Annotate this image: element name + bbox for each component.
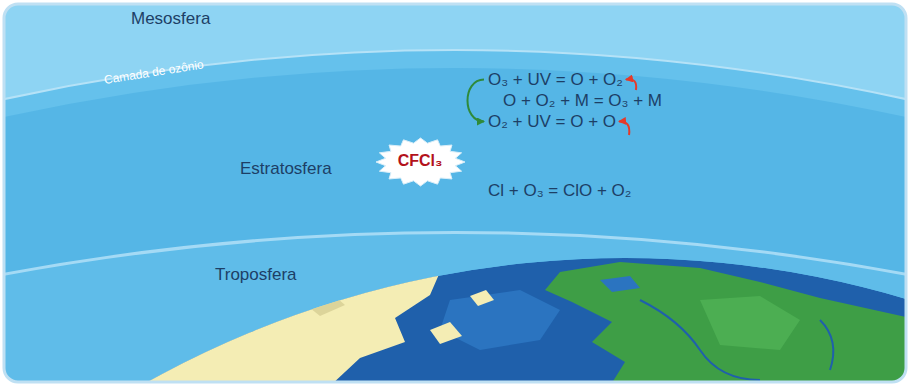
layer-name: Troposfera (215, 266, 297, 283)
starburst-outline (376, 138, 465, 186)
lake (600, 276, 640, 292)
green-land (545, 262, 906, 382)
cycle-arrow (468, 80, 485, 122)
island (430, 322, 462, 344)
reaction-arrow (619, 121, 629, 135)
chemical-formula: CFCl₃ (398, 153, 443, 169)
chemical-equation: Cl + O₃ = ClO + O₂ (488, 182, 631, 199)
ice-land (120, 266, 440, 382)
earth-globe (4, 258, 906, 382)
layer-name: Mesosfera (131, 10, 210, 27)
stratosphere-region (4, 68, 906, 382)
tropopause-line (4, 233, 906, 276)
river (640, 300, 760, 380)
cfc-starburst: CFCl₃ (375, 137, 466, 187)
atmosphere-layers (4, 4, 906, 382)
layer-name: Estratosfera (240, 160, 332, 177)
ice-land-shade (300, 292, 345, 316)
ocean-shade (440, 290, 560, 350)
ocean (4, 258, 906, 382)
island (470, 290, 494, 306)
mesosphere-region (4, 4, 906, 382)
river (820, 320, 833, 370)
reaction-arrow (626, 79, 636, 90)
ozone-layer-band (4, 50, 906, 382)
frame-border (4, 4, 906, 382)
chemical-equation: O₃ + UV = O + O₂ (488, 71, 623, 88)
chemical-equation: O₂ + UV = O + O (488, 113, 616, 130)
chemical-equation: O + O₂ + M = O₃ + M (503, 92, 662, 109)
green-land-shade (700, 296, 800, 350)
